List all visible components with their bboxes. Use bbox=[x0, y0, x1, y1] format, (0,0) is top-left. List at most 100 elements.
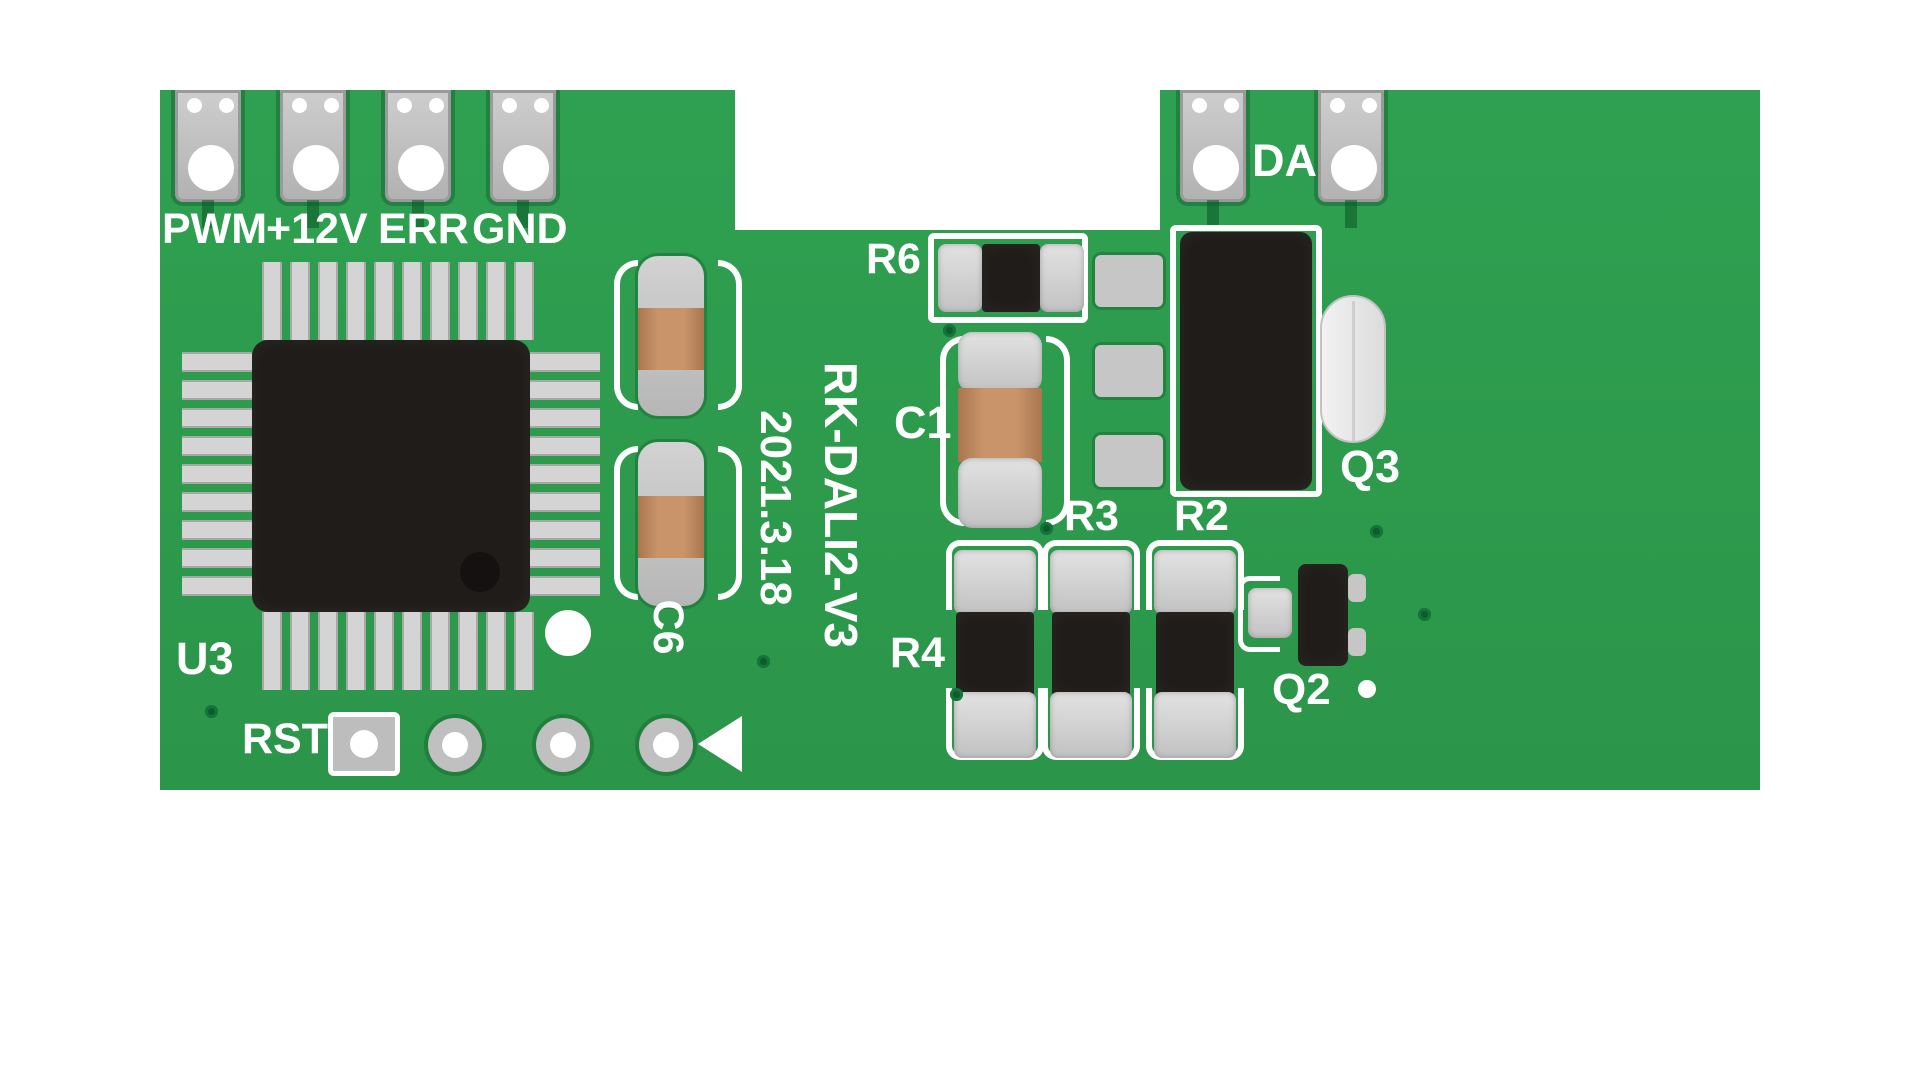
testpoint bbox=[536, 718, 590, 772]
via bbox=[950, 688, 963, 701]
pin-label-12v: +12V bbox=[266, 205, 368, 253]
testpoint bbox=[428, 718, 482, 772]
transistor-q2-body bbox=[1298, 564, 1348, 666]
via bbox=[1370, 525, 1383, 538]
pad-drill-hole bbox=[1330, 98, 1345, 113]
pcb-board: PWM +12V ERR GND DA U3 RST bbox=[160, 90, 1760, 790]
resistor-r6-pad bbox=[938, 244, 982, 312]
pad-drill-hole bbox=[324, 98, 339, 113]
testpoint bbox=[639, 718, 693, 772]
trace bbox=[307, 200, 319, 228]
ref-label-r3: R3 bbox=[1064, 492, 1119, 540]
capacitor-c6-b bbox=[638, 442, 704, 606]
ref-label-c6: C6 bbox=[644, 599, 692, 655]
capacitor-body bbox=[638, 308, 704, 370]
edge-pad-err bbox=[385, 90, 451, 202]
board-model-text: RK-DALI2-V3 bbox=[815, 361, 867, 649]
board-date-text: 2021.3.18 bbox=[751, 410, 800, 606]
ic-pin1-dimple bbox=[460, 552, 500, 592]
silkscreen-bracket bbox=[718, 446, 742, 600]
silkscreen-bracket bbox=[946, 540, 1044, 610]
pad-hole bbox=[398, 145, 444, 191]
pad-hole bbox=[1193, 145, 1239, 191]
via bbox=[943, 324, 956, 337]
testpoint-rst bbox=[328, 712, 400, 776]
ref-label-q2: Q2 bbox=[1272, 665, 1331, 714]
pad-hole bbox=[188, 145, 234, 191]
edge-pad-gnd bbox=[490, 90, 556, 202]
capacitor-c1-body bbox=[958, 388, 1042, 462]
silkscreen-outline bbox=[1170, 225, 1322, 497]
edge-pad-da-plus bbox=[1180, 90, 1246, 202]
transistor-q3-pad bbox=[1095, 435, 1163, 487]
pad-drill-hole bbox=[1192, 98, 1207, 113]
silkscreen-bracket bbox=[1238, 576, 1280, 652]
resistor-r3-pad bbox=[1050, 550, 1132, 614]
pin-label-err: ERR bbox=[378, 205, 469, 253]
trace bbox=[202, 200, 214, 228]
resistor-r4-pad bbox=[954, 550, 1036, 614]
capacitor-c6-a bbox=[638, 256, 704, 416]
pad-hole bbox=[503, 145, 549, 191]
ref-label-r2: R2 bbox=[1174, 492, 1229, 540]
ic-u3-leads-bottom bbox=[262, 612, 534, 690]
silkscreen-bracket bbox=[614, 446, 638, 600]
resistor-r6-pad bbox=[1040, 244, 1084, 312]
ic-u3-leads-left bbox=[182, 352, 252, 604]
silkscreen-bracket bbox=[1146, 540, 1244, 610]
ref-label-r6: R6 bbox=[866, 235, 921, 283]
via bbox=[1040, 522, 1053, 535]
silkscreen-dot bbox=[1358, 680, 1376, 698]
transistor-q2-pad bbox=[1348, 628, 1366, 656]
testpoint-hole bbox=[350, 730, 378, 758]
ref-label-rst: RST bbox=[242, 715, 328, 763]
transistor-q3-pad bbox=[1095, 345, 1163, 397]
ic-u3-body bbox=[252, 340, 530, 612]
ref-label-r4: R4 bbox=[890, 629, 945, 677]
pin-label-gnd: GND bbox=[472, 205, 568, 253]
pin-label-da: DA bbox=[1252, 135, 1317, 186]
testpoint-hole bbox=[653, 732, 679, 758]
silkscreen-bracket bbox=[1042, 540, 1140, 610]
resistor-r2-pad bbox=[1154, 550, 1236, 614]
pad-drill-hole bbox=[534, 98, 549, 113]
transistor-q2-pad bbox=[1348, 574, 1366, 602]
transistor-q3-pad bbox=[1095, 255, 1163, 307]
capacitor-c1-pad bbox=[958, 458, 1042, 528]
capacitor-c1-pad bbox=[958, 332, 1042, 392]
pad-drill-hole bbox=[1224, 98, 1239, 113]
pad-drill-hole bbox=[397, 98, 412, 113]
silkscreen-bracket bbox=[718, 260, 742, 410]
via bbox=[205, 705, 218, 718]
resistor-r6-body bbox=[982, 244, 1040, 312]
testpoint-hole bbox=[442, 732, 468, 758]
resistor-r3-body bbox=[1052, 612, 1130, 696]
ref-label-u3: U3 bbox=[176, 633, 234, 684]
silkscreen-outline bbox=[928, 233, 1088, 323]
transistor-q2-pad bbox=[1248, 588, 1292, 638]
silkscreen-bracket bbox=[940, 336, 964, 526]
pad-drill-hole bbox=[429, 98, 444, 113]
resistor-r4-body bbox=[956, 612, 1034, 696]
trace bbox=[1345, 200, 1357, 228]
arrow-marker-icon bbox=[698, 716, 742, 772]
trace bbox=[517, 200, 529, 228]
resistor-r2-pad bbox=[1154, 692, 1236, 758]
resistor-r2-body bbox=[1156, 612, 1234, 696]
edge-pad-12v bbox=[280, 90, 346, 202]
pad-hole bbox=[1331, 145, 1377, 191]
resistor-r4-pad bbox=[954, 692, 1036, 758]
trace bbox=[412, 200, 424, 228]
transistor-q3-body bbox=[1180, 232, 1312, 490]
capacitor-body bbox=[638, 496, 704, 558]
capsule-seam bbox=[1352, 301, 1355, 441]
edge-pad-pwm bbox=[175, 90, 241, 202]
pad-drill-hole bbox=[219, 98, 234, 113]
pad-drill-hole bbox=[187, 98, 202, 113]
silkscreen-dot bbox=[545, 610, 591, 656]
trace bbox=[1207, 200, 1219, 228]
component-capsule bbox=[1320, 295, 1386, 443]
ref-label-q3: Q3 bbox=[1340, 441, 1401, 492]
testpoint-hole bbox=[550, 732, 576, 758]
